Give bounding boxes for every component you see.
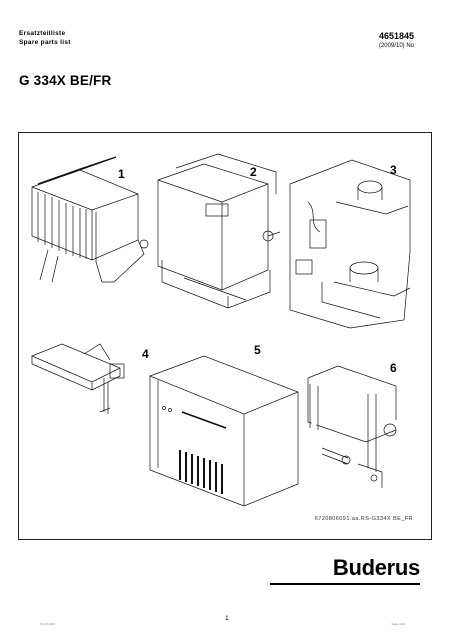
page-title: G 334X BE/FR	[19, 73, 112, 88]
outer-casing-illustration	[149, 355, 299, 507]
casing-frame-illustration	[157, 153, 281, 309]
part-number-3: 3	[390, 163, 397, 177]
document-version: (2009/10) No	[378, 43, 414, 49]
part-number-4: 4	[142, 347, 149, 361]
logo-underline	[270, 583, 420, 585]
document-number: 4651845	[378, 31, 414, 41]
footer-small-left: 01.10.2009	[40, 622, 56, 626]
pipework-illustration	[307, 365, 397, 488]
sensor-bracket-illustration	[31, 343, 125, 414]
part-number-2: 2	[250, 165, 257, 179]
figure-caption: 6720806091.aa.RS-G334X BE_FR	[314, 516, 413, 522]
footer-small-right: Seite 1/22	[391, 622, 405, 626]
part-number-6: 6	[390, 361, 397, 375]
list-label-german: Ersatzteilliste	[19, 30, 66, 37]
exploded-view-drawing: 1 2 3 4 5 6	[31, 153, 411, 507]
list-label-english: Spare parts list	[19, 39, 71, 46]
part-number-5: 5	[254, 343, 261, 357]
buderus-logo: Buderus	[332, 555, 420, 580]
part-number-1: 1	[118, 167, 125, 181]
exploded-view-frame	[18, 132, 432, 540]
burner-assembly-illustration	[289, 159, 411, 329]
boiler-block-illustration	[31, 156, 149, 283]
page-number: 1	[225, 615, 229, 622]
